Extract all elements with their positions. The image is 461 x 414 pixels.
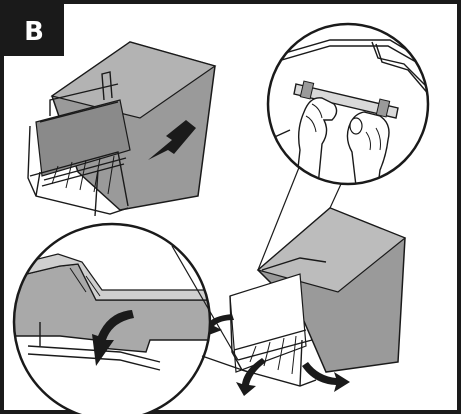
grass-bag-opening-right — [229, 273, 307, 373]
detail-circle-bottom-border — [12, 222, 212, 414]
detail-circle-top-border — [266, 22, 430, 186]
step-badge-background — [4, 4, 64, 56]
handle-bar — [293, 83, 399, 119]
grass-bag-opening — [35, 99, 131, 177]
frame-rods — [51, 155, 115, 195]
curved-arrow-icon — [92, 310, 134, 366]
magnified-handle-detail — [266, 22, 430, 186]
left-hand — [295, 97, 338, 184]
step-badge: B — [4, 4, 64, 56]
magnified-clip-detail — [12, 222, 212, 414]
grass-bag-top-right — [256, 207, 407, 293]
grass-bag-side-view — [200, 207, 407, 396]
grass-bag-top-view — [27, 41, 217, 217]
handle-clip-right — [375, 98, 391, 118]
step-label: B — [24, 17, 44, 47]
arrow-left-icon — [148, 120, 196, 160]
right-thumb — [349, 117, 363, 135]
callout-lines-bottom — [171, 245, 249, 373]
frame-rods-right — [249, 335, 297, 375]
handle-clip-left — [299, 80, 315, 100]
curved-arrow-icon — [236, 358, 266, 396]
bag-rail-top — [14, 253, 210, 301]
curved-arrow-icon — [302, 362, 350, 392]
